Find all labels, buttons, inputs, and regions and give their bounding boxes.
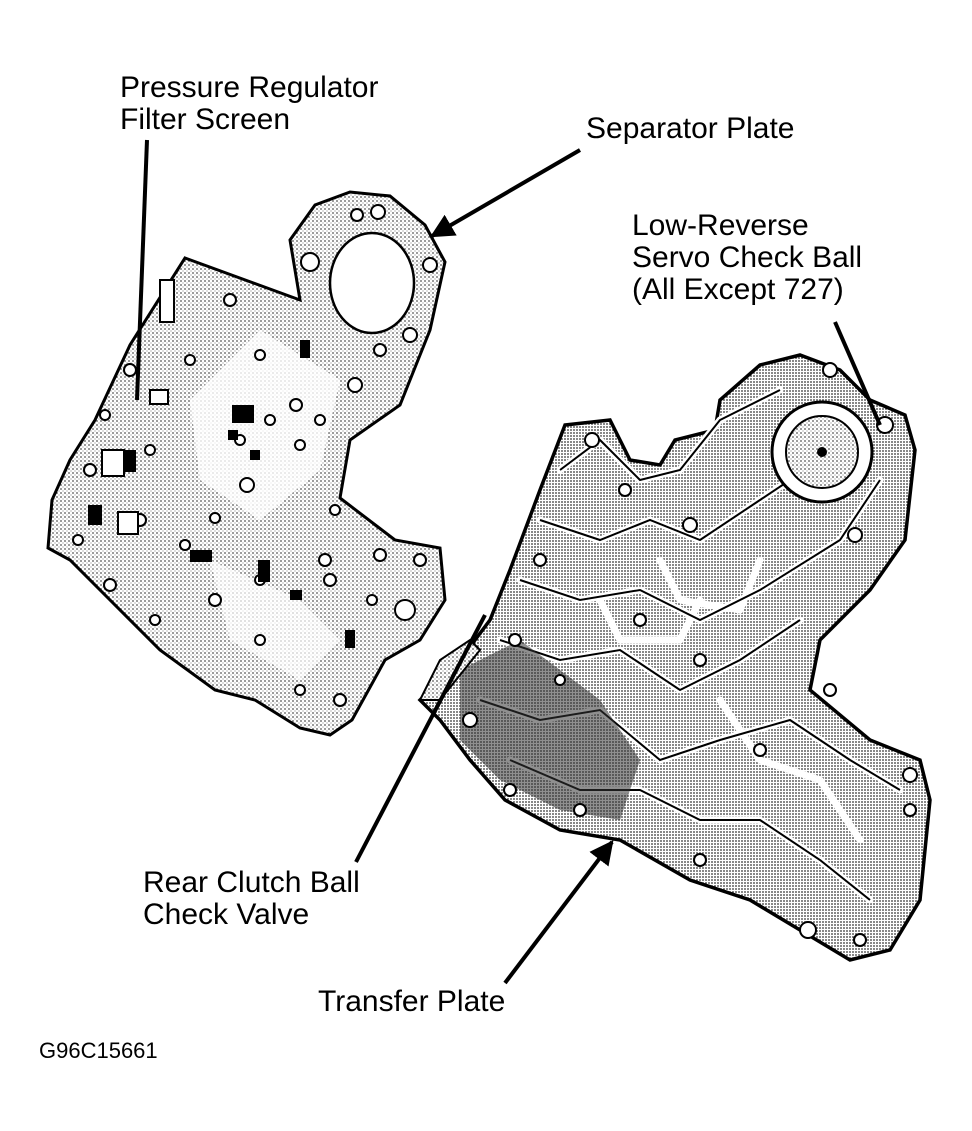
- leader-lines: [135, 139, 882, 985]
- pressure-regulator-line1: Pressure Regulator: [120, 71, 379, 104]
- separator-plate-leader: [429, 148, 582, 238]
- rear-clutch-line2: Check Valve: [143, 898, 310, 931]
- low-reverse-leader: [833, 321, 882, 426]
- separator-plate-label: Separator Plate: [586, 113, 794, 145]
- low-reverse-label: Low-Reverse Servo Check Ball (All Except…: [632, 210, 862, 306]
- transfer-plate-text: Transfer Plate: [318, 985, 506, 1018]
- figure-code: G96C15661: [39, 1038, 158, 1063]
- transfer-plate-leader: [503, 840, 614, 985]
- transfer-plate: [417, 353, 932, 962]
- separator-plate-text: Separator Plate: [586, 112, 795, 145]
- low-reverse-line1: Low-Reverse: [632, 209, 809, 242]
- rear-clutch-leader: [354, 614, 487, 863]
- rear-clutch-label: Rear Clutch Ball Check Valve: [143, 867, 360, 931]
- transfer-plate-label: Transfer Plate: [318, 986, 505, 1018]
- low-reverse-line3: (All Except 727): [632, 273, 844, 306]
- pressure-regulator-label: Pressure Regulator Filter Screen: [120, 72, 378, 136]
- pressure-regulator-leader: [135, 139, 149, 401]
- separator-plate: [46, 190, 447, 737]
- rear-clutch-line1: Rear Clutch Ball: [143, 866, 360, 899]
- pressure-regulator-line2: Filter Screen: [120, 103, 291, 136]
- low-reverse-line2: Servo Check Ball: [632, 241, 863, 274]
